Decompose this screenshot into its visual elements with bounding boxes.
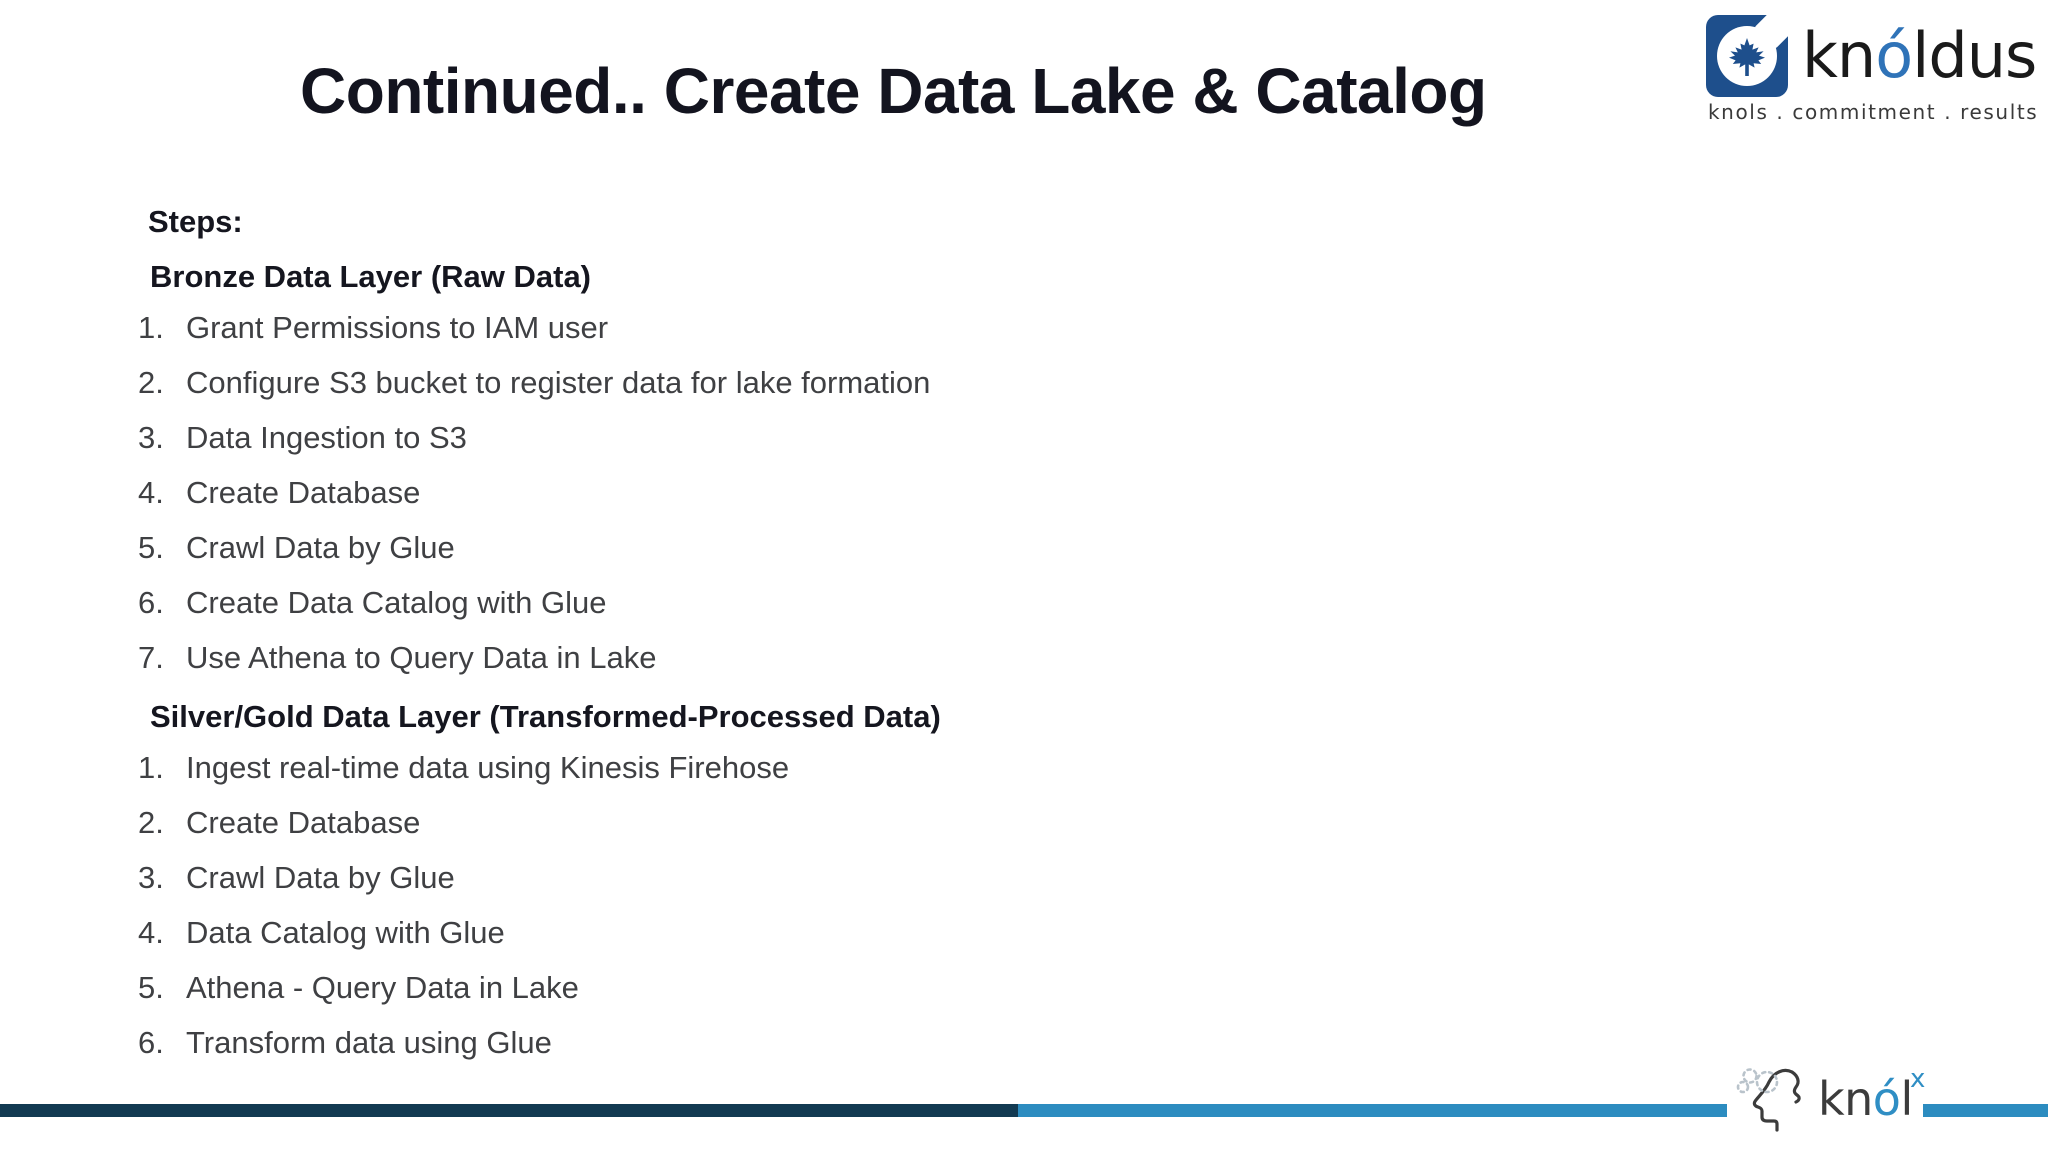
list-item: 5. Crawl Data by Glue (0, 530, 1500, 585)
list-item-label: Use Athena to Query Data in Lake (186, 640, 657, 675)
knolx-wordmark: knól (1818, 1076, 1913, 1122)
knolx-wordmark-prefix: kn (1818, 1072, 1873, 1126)
list-item-label: Athena - Query Data in Lake (186, 970, 579, 1005)
list-item-label: Create Database (186, 805, 421, 840)
knoldus-wordmark-suffix: ldus (1912, 19, 2037, 92)
knoldus-tagline: knols . commitment . results (1708, 100, 2039, 124)
list-item-number: 6. (138, 585, 164, 620)
list-item-label: Create Data Catalog with Glue (186, 585, 607, 620)
list-item: 2. Configure S3 bucket to register data … (0, 365, 1500, 420)
section-heading-silver-gold: Silver/Gold Data Layer (Transformed-Proc… (150, 699, 941, 734)
steps-label: Steps: (148, 204, 243, 239)
footer-bar-logo-gap (1727, 1058, 1923, 1150)
list-item-number: 7. (138, 640, 164, 675)
list-item-number: 4. (138, 475, 164, 510)
knolx-wordmark-suffix: l (1900, 1072, 1913, 1126)
page-title: Continued.. Create Data Lake & Catalog (300, 55, 1487, 127)
list-item-number: 3. (138, 860, 164, 895)
knolx-logo: knól x (1734, 1058, 1926, 1138)
footer-bar (0, 1058, 2048, 1150)
list-item-number: 5. (138, 970, 164, 1005)
list-item: 1. Ingest real-time data using Kinesis F… (0, 750, 1500, 805)
knoldus-maple-leaf-badge-icon (1706, 6, 1797, 97)
list-item-number: 1. (138, 310, 164, 345)
knoldus-wordmark-accent: ó (1875, 19, 1913, 92)
list-item-number: 1. (138, 750, 164, 785)
list-item-label: Grant Permissions to IAM user (186, 310, 609, 345)
list-item: 2. Create Database (0, 805, 1500, 860)
list-item: 3. Data Ingestion to S3 (0, 420, 1500, 475)
list-item-number: 2. (138, 365, 164, 400)
list-item: 6. Create Data Catalog with Glue (0, 585, 1500, 640)
list-item: 3. Crawl Data by Glue (0, 860, 1500, 915)
list-item: 1. Grant Permissions to IAM user (0, 310, 1500, 365)
knolx-wordmark-accent: ó (1872, 1072, 1901, 1126)
slide-content: Steps: Bronze Data Layer (Raw Data) 1. G… (0, 200, 1500, 1080)
list-item-label: Data Ingestion to S3 (186, 420, 467, 455)
list-item: 5. Athena - Query Data in Lake (0, 970, 1500, 1025)
list-item-number: 2. (138, 805, 164, 840)
knoldus-wordmark-prefix: kn (1802, 19, 1876, 92)
knoldus-wordmark: knóldus (1802, 25, 2037, 87)
knoldus-logo: knóldus knols . commitment . results (1706, 6, 2039, 130)
knoldus-logo-row: knóldus (1706, 6, 2037, 98)
list-item: 7. Use Athena to Query Data in Lake (0, 640, 1500, 695)
list-item-number: 5. (138, 530, 164, 565)
list-item-label: Crawl Data by Glue (186, 530, 455, 565)
step-list-silver-gold: 1. Ingest real-time data using Kinesis F… (0, 750, 1500, 1080)
step-list-bronze: 1. Grant Permissions to IAM user 2. Conf… (0, 310, 1500, 695)
knolx-head-profile-icon (1736, 1068, 1801, 1132)
list-item: 6. Transform data using Glue (0, 1025, 1500, 1080)
list-item-label: Create Database (186, 475, 421, 510)
list-item-label: Configure S3 bucket to register data for… (186, 365, 931, 400)
list-item-number: 3. (138, 420, 164, 455)
list-item-number: 6. (138, 1025, 164, 1060)
list-item: 4. Create Database (0, 475, 1500, 530)
maple-leaf-icon (1729, 38, 1765, 76)
list-item-label: Ingest real-time data using Kinesis Fire… (186, 750, 790, 785)
footer-bar-dark-segment (0, 1104, 1018, 1117)
section-heading-bronze: Bronze Data Layer (Raw Data) (150, 259, 592, 294)
list-item: 4. Data Catalog with Glue (0, 915, 1500, 970)
list-item-label: Transform data using Glue (186, 1025, 552, 1060)
list-item-number: 4. (138, 915, 164, 950)
list-item-label: Crawl Data by Glue (186, 860, 455, 895)
list-item-label: Data Catalog with Glue (186, 915, 505, 950)
knolx-superscript-x: x (1910, 1064, 1926, 1094)
